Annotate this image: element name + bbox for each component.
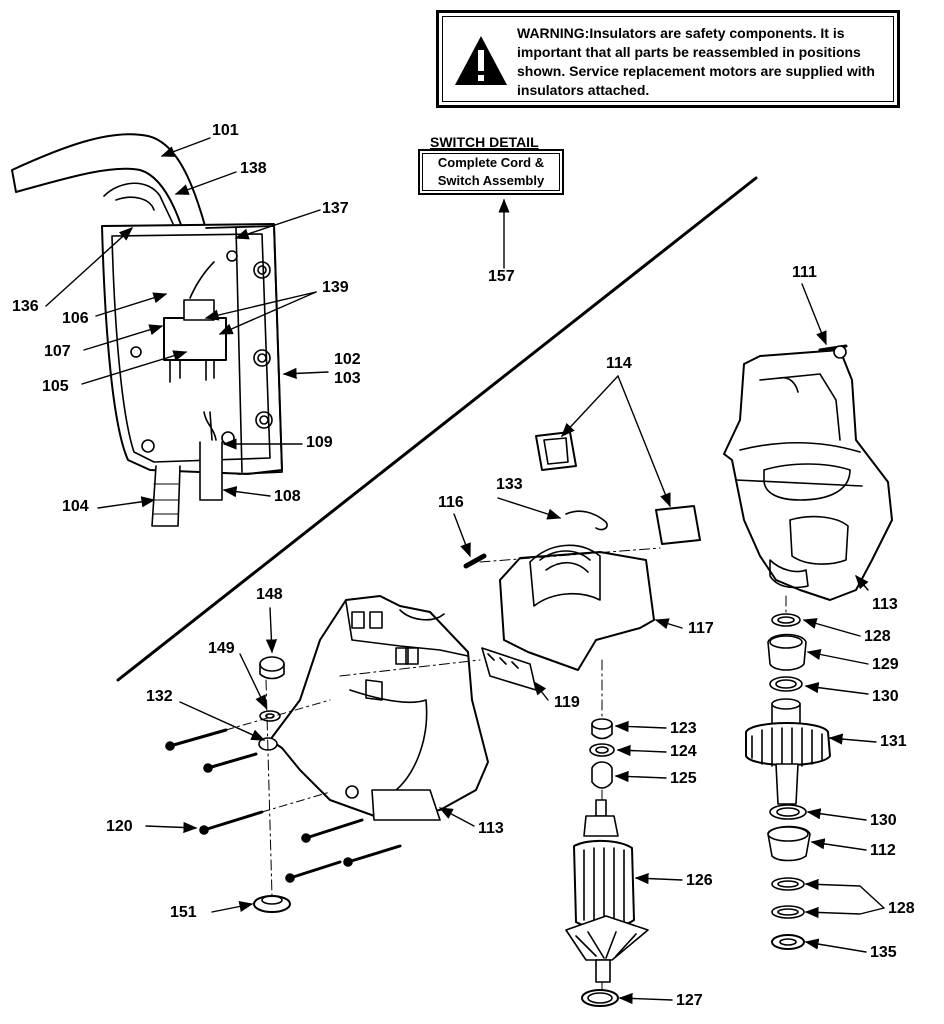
part-label-111: 111 xyxy=(792,264,817,281)
part-label-101: 101 xyxy=(212,122,239,139)
armature xyxy=(565,799,649,983)
part-label-129: 129 xyxy=(872,656,899,673)
part-label-130-upper: 130 xyxy=(872,688,899,705)
warning-triangle-icon xyxy=(455,36,507,85)
motor-housing-lower xyxy=(269,595,489,821)
part-label-119: 119 xyxy=(554,694,580,711)
part-label-113-upper: 113 xyxy=(872,596,898,613)
part-label-113-lower: 113 xyxy=(478,820,504,837)
handle-assembly xyxy=(11,133,283,527)
part-label-107: 107 xyxy=(44,343,71,360)
warning-box: WARNING:Insulators are safety components… xyxy=(436,10,900,108)
part-label-135: 135 xyxy=(870,944,897,961)
switch-detail-box: Complete Cord & Switch Assembly xyxy=(418,149,564,195)
part-label-112: 112 xyxy=(870,842,896,859)
part-label-123: 123 xyxy=(670,720,697,737)
part-label-109: 109 xyxy=(306,434,333,451)
part-label-124: 124 xyxy=(670,743,697,760)
leader-lines xyxy=(45,137,877,1005)
part-label-127: 127 xyxy=(676,992,703,1009)
part-label-117: 117 xyxy=(688,620,714,637)
part-label-130-lower: 130 xyxy=(870,812,897,829)
washer-stack-center xyxy=(581,718,619,1007)
part-label-125: 125 xyxy=(670,770,697,787)
part-label-102: 102 xyxy=(334,351,361,368)
gear-stack-right xyxy=(745,613,831,950)
leader-lines-128 xyxy=(804,878,885,919)
part-label-151: 151 xyxy=(170,904,197,921)
part-label-105: 105 xyxy=(42,378,69,395)
part-label-114: 114 xyxy=(606,355,632,372)
screws-and-washers xyxy=(165,656,402,913)
part-label-136: 136 xyxy=(12,298,39,315)
part-label-128-upper: 128 xyxy=(864,628,891,645)
part-label-149: 149 xyxy=(208,640,235,657)
field-assembly xyxy=(481,544,655,691)
part-label-139: 139 xyxy=(322,279,349,296)
part-label-120: 120 xyxy=(106,818,133,835)
part-label-108: 108 xyxy=(274,488,301,505)
gear-housing-upper xyxy=(723,344,893,601)
part-label-132: 132 xyxy=(146,688,173,705)
part-label-148: 148 xyxy=(256,586,283,603)
part-label-126: 126 xyxy=(686,872,713,889)
part-label-137: 137 xyxy=(322,200,349,217)
part-label-133: 133 xyxy=(496,476,523,493)
warning-text: WARNING:Insulators are safety components… xyxy=(517,25,875,98)
divider-line xyxy=(116,176,758,682)
part-label-106: 106 xyxy=(62,310,89,327)
part-label-131: 131 xyxy=(880,733,907,750)
part-label-104: 104 xyxy=(62,498,89,515)
part-label-157: 157 xyxy=(488,268,515,285)
part-label-128-lower: 128 xyxy=(888,900,915,917)
part-label-116: 116 xyxy=(438,494,464,511)
part-label-103: 103 xyxy=(334,370,361,387)
part-label-138: 138 xyxy=(240,160,267,177)
centerlines xyxy=(339,547,787,991)
switch-detail-title: SWITCH DETAIL xyxy=(430,134,539,150)
brush-holders xyxy=(463,431,701,569)
